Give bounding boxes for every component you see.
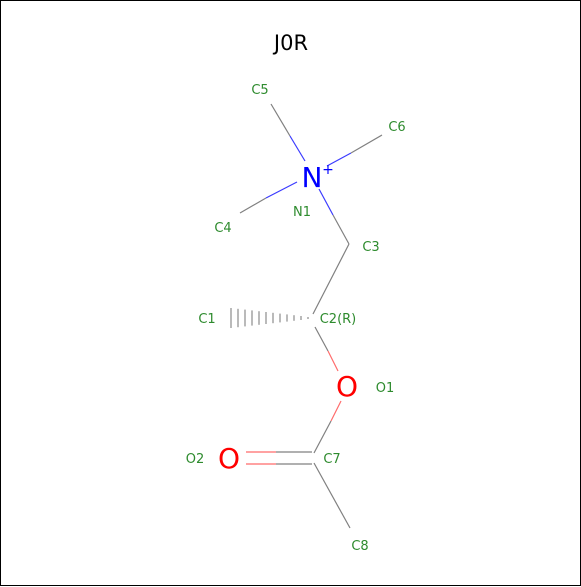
atom-label-c6: C6	[388, 120, 405, 135]
bond-n1-c6-carbon-half	[350, 134, 383, 154]
atom-o1-symbol: O	[336, 370, 358, 403]
bond-o1-c7-oxygen-half	[330, 400, 342, 422]
bond-n1-c6-nitrogen-half	[326, 152, 352, 167]
atom-label-c1: C1	[198, 312, 215, 327]
atom-label-c4: C4	[214, 221, 231, 236]
bonds	[230, 103, 383, 529]
molecule-title: J0R	[272, 31, 308, 55]
atom-label-c3: C3	[362, 240, 379, 255]
atom-label-c2: C2(R)	[320, 312, 357, 327]
bond-n1-c4-nitrogen-half	[265, 181, 298, 199]
bond-n1-c5-nitrogen-half	[289, 135, 306, 162]
atom-labels: N1 C5 C6 C4 C3 C1 C2(R) O1 O2 C7 C8	[186, 83, 406, 554]
bond-c2-c1-hash-wedge	[230, 308, 309, 328]
bond-n1-c5-carbon-half	[270, 103, 291, 137]
atom-label-n1: N1	[293, 205, 311, 220]
bond-n1-c3-nitrogen-half	[318, 188, 334, 216]
atom-label-o2: O2	[186, 452, 205, 467]
atom-label-o1: O1	[376, 381, 395, 396]
bond-c3-c2	[312, 243, 350, 315]
atom-n1-charge: +	[322, 162, 334, 178]
bond-n1-c3-carbon-half	[332, 214, 350, 245]
bond-o1-c7-carbon-half	[313, 420, 332, 454]
bond-c7-c8	[313, 462, 351, 529]
atom-label-c7: C7	[323, 452, 340, 467]
atom-label-c8: C8	[351, 539, 368, 554]
bond-n1-c4-carbon-half	[239, 197, 267, 214]
bond-c2-o1-carbon-half	[314, 326, 329, 352]
atom-n1-symbol: N	[302, 161, 323, 194]
atom-label-c5: C5	[251, 83, 268, 98]
bond-c2-o1-oxygen-half	[327, 350, 339, 372]
atom-o2-symbol: O	[218, 442, 240, 475]
